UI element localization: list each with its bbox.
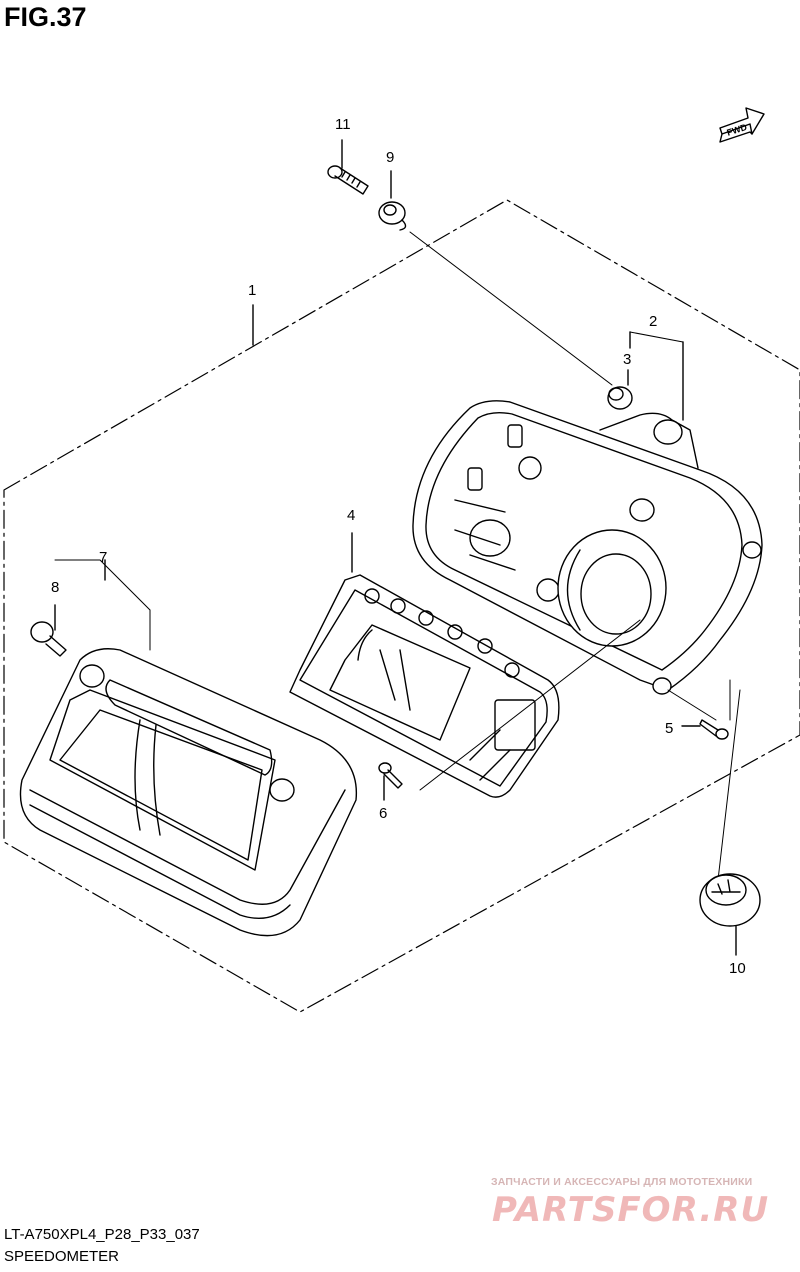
callout-6: 6 — [379, 805, 388, 822]
inner-frame-4 — [289, 532, 560, 798]
watermark-tagline: ЗАПЧАСТИ И АКСЕССУАРЫ ДЛЯ МОТОТЕХНИКИ — [491, 1176, 753, 1188]
callout-5: 5 — [665, 720, 674, 737]
callout-10: 10 — [729, 960, 746, 977]
fwd-arrow-icon: FWD — [719, 107, 765, 143]
grommet-10 — [699, 873, 761, 956]
front-cover-7 — [19, 559, 358, 937]
screw-5 — [681, 719, 729, 740]
callout-8: 8 — [51, 579, 60, 596]
screw-6 — [378, 762, 403, 801]
watermark-logo: PARTSFOR.RU — [492, 1190, 770, 1230]
callout-9: 9 — [386, 149, 395, 166]
callout-2: 2 — [649, 313, 658, 330]
assembly-boundary — [3, 199, 800, 1013]
leader-6 — [419, 619, 641, 791]
screw-11 — [327, 139, 369, 195]
callout-1: 1 — [248, 282, 257, 299]
callout-3: 3 — [623, 351, 632, 368]
figure-code: LT-A750XPL4_P28_P33_037 — [4, 1226, 200, 1243]
figure-title: FIG.37 — [4, 2, 87, 32]
grommet-9 — [378, 170, 613, 386]
callout-4: 4 — [347, 507, 356, 524]
callout-7: 7 — [99, 549, 108, 566]
callout-11: 11 — [335, 116, 351, 133]
figure-name: SPEEDOMETER — [4, 1248, 120, 1265]
rear-housing-2 — [412, 331, 763, 881]
screw-8 — [30, 621, 67, 657]
